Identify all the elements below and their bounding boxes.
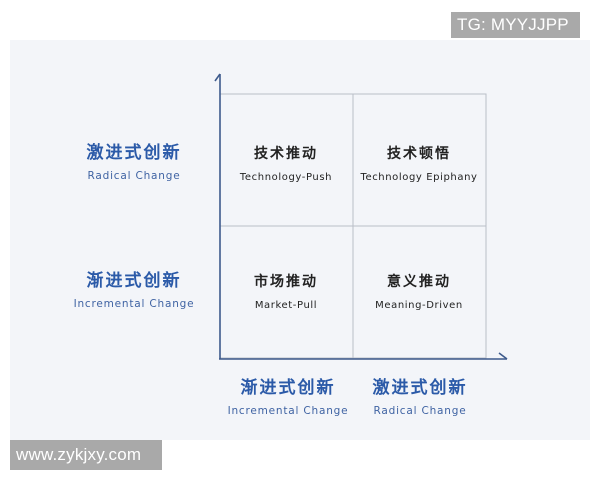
x-axis-arrowhead-icon <box>498 352 508 360</box>
quadrant-meaning-driven-en: Meaning-Driven <box>375 300 463 311</box>
y-axis-label-radical-cn: 激进式创新 <box>86 143 182 163</box>
quadrant-technology-push-cn: 技术推动 <box>254 146 318 162</box>
x-axis-label-incremental: 渐进式创新 Incremental Change <box>222 378 354 418</box>
diagram-panel <box>10 40 590 440</box>
x-axis-label-radical-en: Radical Change <box>373 405 467 417</box>
quadrant-technology-push: 技术推动 Technology-Push <box>220 145 352 185</box>
y-axis-arrowhead-icon <box>214 73 221 82</box>
y-axis-label-radical: 激进式创新 Radical Change <box>70 143 198 183</box>
watermark-bottom: www.zykjxy.com <box>10 440 162 470</box>
quadrant-market-pull: 市场推动 Market-Pull <box>220 273 352 313</box>
quadrant-meaning-driven: 意义推动 Meaning-Driven <box>353 273 485 313</box>
y-axis-label-radical-en: Radical Change <box>87 170 181 182</box>
quadrant-technology-epiphany: 技术顿悟 Technology Epiphany <box>353 145 485 185</box>
y-axis-label-incremental-en: Incremental Change <box>73 298 195 310</box>
quadrant-technology-epiphany-en: Technology Epiphany <box>360 172 478 183</box>
quadrant-market-pull-en: Market-Pull <box>254 300 318 311</box>
x-axis-label-radical: 激进式创新 Radical Change <box>354 378 486 418</box>
watermark-top: TG: MYYJJPP <box>451 12 580 38</box>
x-axis-label-radical-cn: 激进式创新 <box>372 378 468 398</box>
quadrant-technology-push-en: Technology-Push <box>239 172 333 183</box>
x-axis-label-incremental-cn: 渐进式创新 <box>240 378 336 398</box>
y-axis-label-incremental-cn: 渐进式创新 <box>86 271 182 291</box>
quadrant-meaning-driven-cn: 意义推动 <box>387 274 451 290</box>
x-axis-label-incremental-en: Incremental Change <box>227 405 349 417</box>
y-axis-label-incremental: 渐进式创新 Incremental Change <box>70 271 198 311</box>
quadrant-market-pull-cn: 市场推动 <box>254 274 318 290</box>
quadrant-technology-epiphany-cn: 技术顿悟 <box>387 146 451 162</box>
